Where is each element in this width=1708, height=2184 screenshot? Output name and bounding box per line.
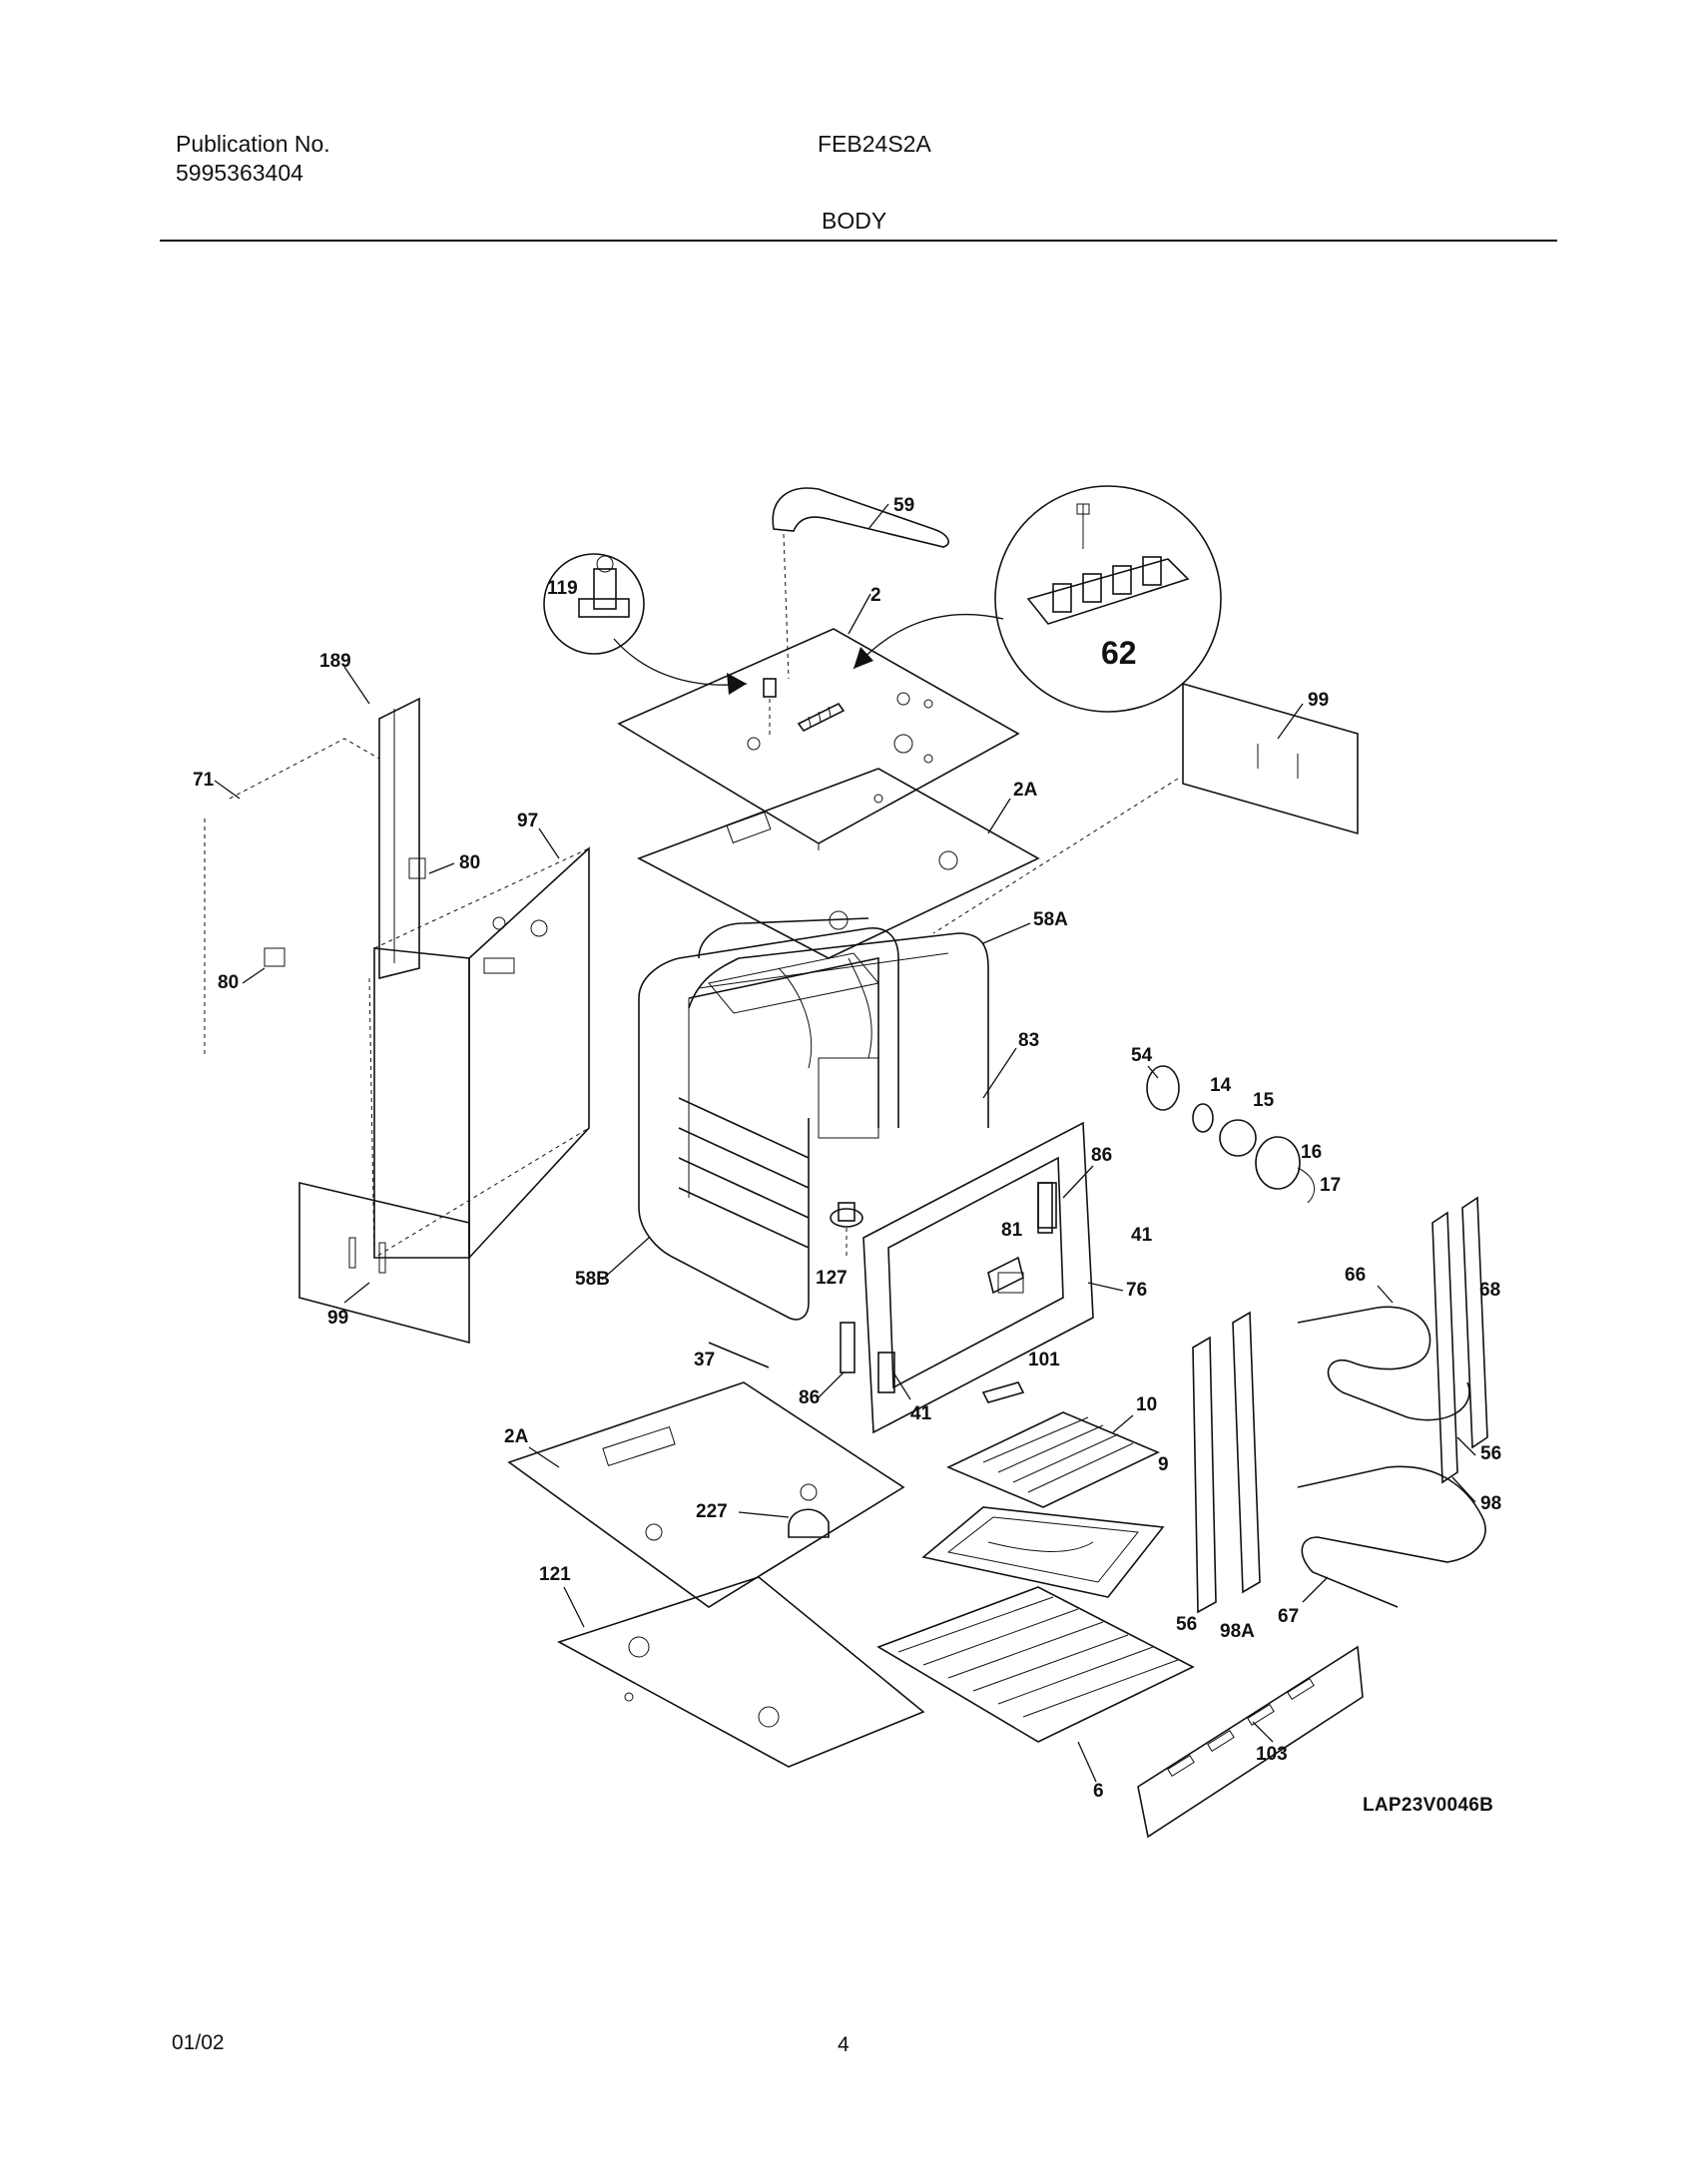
callout-68: 68: [1479, 1280, 1500, 1301]
footer-date: 01/02: [172, 2031, 225, 2054]
callout-121: 121: [539, 1564, 571, 1585]
terminal-block-small: [797, 702, 846, 733]
callout-9: 9: [1158, 1454, 1169, 1475]
bracket-81: [987, 1256, 1024, 1295]
thermostat-probe: [830, 1202, 863, 1258]
callout-83: 83: [1018, 1030, 1039, 1051]
side-rail-98A: [1232, 1311, 1261, 1594]
footer-page-number: 4: [838, 2033, 850, 2056]
callout-227: 227: [696, 1501, 728, 1522]
bake-element: [1297, 1465, 1486, 1608]
front-frame: [862, 1121, 1094, 1434]
broil-pan: [921, 1506, 1165, 1598]
drawing-code: LAP23V0046B: [1363, 1795, 1494, 1816]
vent-grille: [1137, 1645, 1364, 1839]
callout-103: 103: [1256, 1744, 1288, 1765]
callout-17: 17: [1320, 1175, 1341, 1196]
callout-14: 14: [1210, 1075, 1232, 1096]
hinge-86-left: [840, 1322, 855, 1373]
callout-189: 189: [319, 651, 351, 672]
section-title: BODY: [822, 208, 887, 234]
callout-54: 54: [1131, 1045, 1153, 1066]
callout-15: 15: [1253, 1090, 1275, 1111]
side-rail-56-right: [1461, 1196, 1488, 1449]
duct-59: [772, 487, 949, 680]
callout-101: 101: [1028, 1350, 1060, 1370]
callout-99-lower: 99: [327, 1308, 348, 1329]
callout-16: 16: [1301, 1142, 1322, 1163]
leader-lines: [214, 503, 1476, 1783]
callout-80-upper: 80: [459, 852, 480, 873]
callout-37: 37: [694, 1350, 715, 1370]
callout-62: 62: [1101, 635, 1137, 671]
header-rule: [160, 240, 1557, 242]
callout-98A: 98A: [1220, 1621, 1255, 1642]
side-rail-56-left: [1192, 1336, 1217, 1614]
callout-2: 2: [870, 585, 881, 606]
side-rail-98: [1431, 1211, 1458, 1484]
rear-panel-71: [204, 738, 380, 1058]
oven-liner: [638, 917, 899, 1321]
callout-76: 76: [1126, 1280, 1147, 1301]
publication-number: 5995363404: [176, 160, 303, 186]
callout-58B: 58B: [575, 1269, 610, 1290]
light-assembly: [1146, 1065, 1316, 1204]
hinge-86-right: [1037, 1182, 1053, 1234]
callout-6: 6: [1093, 1781, 1104, 1802]
callout-2A-lower: 2A: [504, 1426, 529, 1447]
callout-99-upper: 99: [1308, 690, 1329, 711]
callout-59: 59: [893, 495, 914, 516]
callout-56-left: 56: [1176, 1614, 1197, 1635]
callout-41-right: 41: [1131, 1225, 1153, 1246]
insulation-wrap: [688, 932, 989, 1128]
insulation-bottom-2A: [507, 1381, 905, 1608]
callout-41-left: 41: [910, 1403, 932, 1424]
callout-56-right: 56: [1480, 1443, 1501, 1464]
hinge-37: [708, 1342, 770, 1368]
valve-small: [763, 678, 777, 739]
callout-127: 127: [816, 1268, 848, 1289]
side-shield-lower: [298, 1181, 470, 1345]
callout-80-lower: 80: [218, 972, 239, 993]
rear-bracket-189: [264, 697, 426, 980]
left-side-panel: [368, 846, 590, 1261]
publication-label: Publication No.: [176, 131, 330, 157]
callout-98: 98: [1480, 1493, 1501, 1514]
insulation-top-2A: [637, 768, 1040, 959]
callout-58A: 58A: [1033, 909, 1068, 930]
callout-86-left: 86: [799, 1387, 820, 1408]
side-shield-upper: [932, 682, 1359, 934]
model-number: FEB24S2A: [818, 131, 931, 157]
callout-10: 10: [1136, 1394, 1157, 1415]
callout-97: 97: [517, 811, 538, 831]
oven-rack: [876, 1586, 1195, 1743]
broil-element: [1297, 1306, 1470, 1421]
bottom-tray: [556, 1576, 925, 1768]
callout-67: 67: [1278, 1606, 1299, 1627]
callout-2A-upper: 2A: [1013, 780, 1038, 801]
callout-86-right: 86: [1091, 1145, 1112, 1166]
top-panel: [617, 628, 1020, 850]
bracket-101: [981, 1381, 1025, 1403]
broil-grid: [946, 1411, 1160, 1508]
detail-circle-valve: [543, 553, 748, 695]
callout-81: 81: [1001, 1220, 1023, 1241]
callout-119: 119: [547, 578, 578, 599]
callout-71: 71: [193, 770, 215, 791]
detail-circle-terminal-block: [853, 485, 1222, 713]
callout-66: 66: [1345, 1265, 1366, 1286]
bracket-227: [788, 1508, 830, 1538]
callout-labels: 59 119 2 62 189 71 99 97 80 80 2A 58A 83…: [193, 495, 1501, 1802]
